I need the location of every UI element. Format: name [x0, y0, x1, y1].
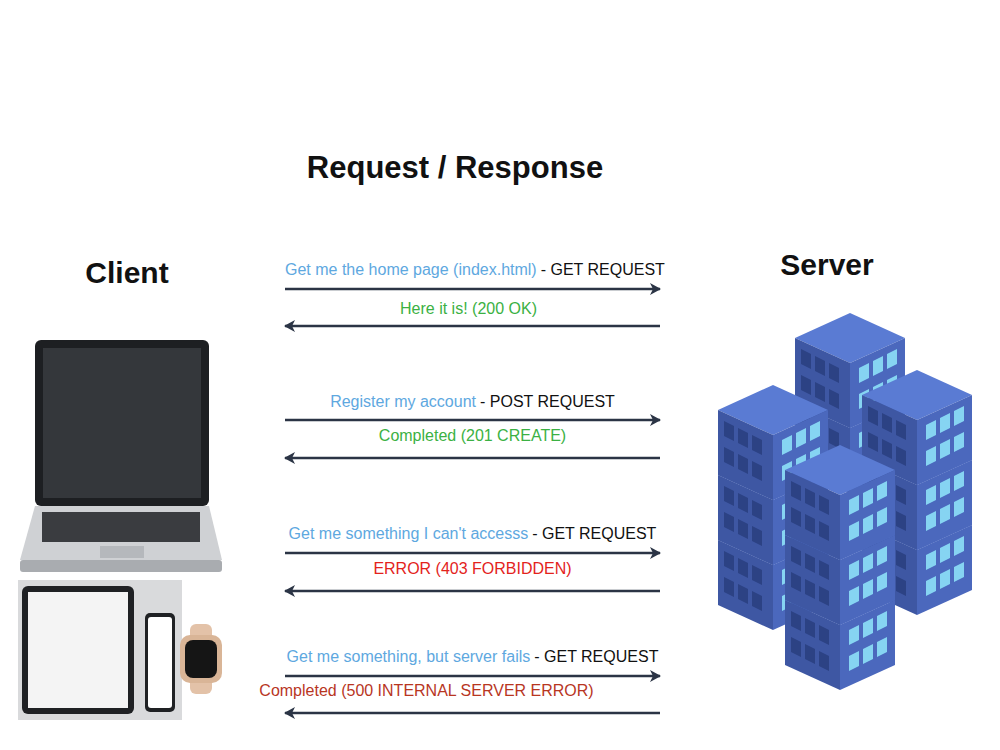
server-group: Server — [660, 245, 980, 720]
message-arrow — [285, 675, 660, 678]
message-arrow — [285, 590, 660, 593]
edge-label: ERROR (403 FORBIDDEN) — [373, 560, 571, 577]
request-method: - GET REQUEST — [534, 648, 658, 665]
edge-label: Completed (201 CREATE) — [379, 427, 566, 444]
laptop — [20, 340, 222, 572]
edge-label-row: Get me something I can't accesss- GET RE… — [285, 525, 660, 543]
edge-label-row: Completed (201 CREATE) — [285, 427, 660, 445]
edge-label: Register my account — [330, 393, 476, 410]
mobile-devices — [18, 580, 222, 720]
edge-label-row: Completed (500 INTERNAL SERVER ERROR) — [239, 682, 614, 700]
message-arrow — [285, 325, 660, 328]
edge-label-row: ERROR (403 FORBIDDEN) — [285, 560, 660, 578]
node-heading: Server — [727, 248, 927, 282]
message-arrow — [285, 552, 660, 555]
edge-label-row: Register my account- POST REQUEST — [285, 393, 660, 411]
edge-label: Get me something, but server fails — [287, 648, 531, 665]
request-method: - GET REQUEST — [532, 525, 656, 542]
edge-label-row: Get me the home page (index.html)- GET R… — [285, 261, 660, 279]
edge-label: Completed (500 INTERNAL SERVER ERROR) — [259, 682, 593, 699]
edge-label: Get me the home page (index.html) — [285, 261, 537, 278]
edge-label-row: Get me something, but server fails- GET … — [285, 648, 660, 666]
diagram-title: Request / Response — [0, 150, 910, 186]
message-arrow — [285, 288, 660, 291]
edge-label-row: Here it is! (200 OK) — [281, 300, 656, 318]
node-heading: Client — [27, 256, 227, 290]
message-arrow — [285, 712, 660, 715]
server-stack — [718, 313, 972, 690]
request-method: - GET REQUEST — [541, 261, 665, 278]
message-arrow — [285, 457, 660, 460]
request-method: - POST REQUEST — [480, 393, 615, 410]
client-group: Client — [20, 250, 285, 720]
message-arrow — [285, 419, 660, 422]
edge-label: Here it is! (200 OK) — [400, 300, 537, 317]
edge-label: Get me something I can't accesss — [289, 525, 529, 542]
